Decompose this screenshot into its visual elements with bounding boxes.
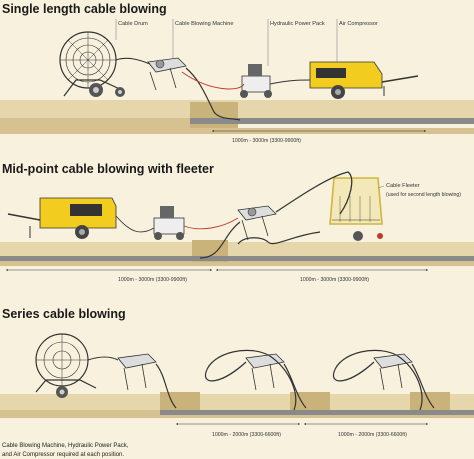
cable-blowing-machine xyxy=(245,353,285,391)
section-title: Series cable blowing xyxy=(2,307,126,321)
section-single-length: Single length cable blowing xyxy=(0,2,474,144)
ground-slab xyxy=(0,392,474,418)
ground-slab xyxy=(0,100,474,134)
cable-drum xyxy=(59,31,125,97)
cable-fleeter xyxy=(329,177,383,241)
section-series: Series cable blowing xyxy=(0,307,474,458)
cable-blowing-machine xyxy=(117,353,157,391)
distance-label-1: 1000m - 2000m (3300-6600ft) xyxy=(212,432,281,438)
label-cable-drum: Cable Drum xyxy=(118,21,148,27)
cable-blowing-machine xyxy=(237,205,277,241)
label-blowing-machine: Cable Blowing Machine xyxy=(175,21,233,27)
air-compressor xyxy=(7,197,117,239)
ground-slab xyxy=(0,240,474,266)
cable-drum xyxy=(35,333,97,398)
duct xyxy=(0,256,474,261)
hydraulic-power-pack xyxy=(240,64,272,98)
label-hydraulic-power-pack: Hydraulic Power Pack xyxy=(270,21,325,27)
duct xyxy=(190,118,474,124)
air-compressor xyxy=(309,61,419,99)
footnote-line-2: and Air Compressor required at each posi… xyxy=(2,452,124,458)
distance-label-2: 1000m - 2000m (3300-6600ft) xyxy=(338,432,407,438)
label-cable-fleeter: Cable Fleeter xyxy=(386,183,420,189)
section-mid-point: Mid-point cable blowing with fleeter xyxy=(0,162,474,283)
hydraulic-power-pack xyxy=(153,206,185,240)
distance-label-left: 1000m - 3000m (3300-9900ft) xyxy=(118,277,187,283)
label-fleeter-note: (used for second length blowing) xyxy=(386,192,461,198)
section-title: Single length cable blowing xyxy=(2,2,167,16)
duct xyxy=(160,410,474,415)
distance-label-right: 1000m - 3000m (3300-9900ft) xyxy=(300,277,369,283)
distance-label: 1000m - 3000m (3300-9900ft) xyxy=(232,138,301,144)
footnote-line-1: Cable Blowing Machine, Hydraulic Power P… xyxy=(2,443,129,449)
cable-blowing-machine xyxy=(147,57,187,91)
cable-blowing-machine xyxy=(373,353,413,391)
label-air-compressor: Air Compressor xyxy=(339,21,378,27)
section-title: Mid-point cable blowing with fleeter xyxy=(2,162,214,176)
